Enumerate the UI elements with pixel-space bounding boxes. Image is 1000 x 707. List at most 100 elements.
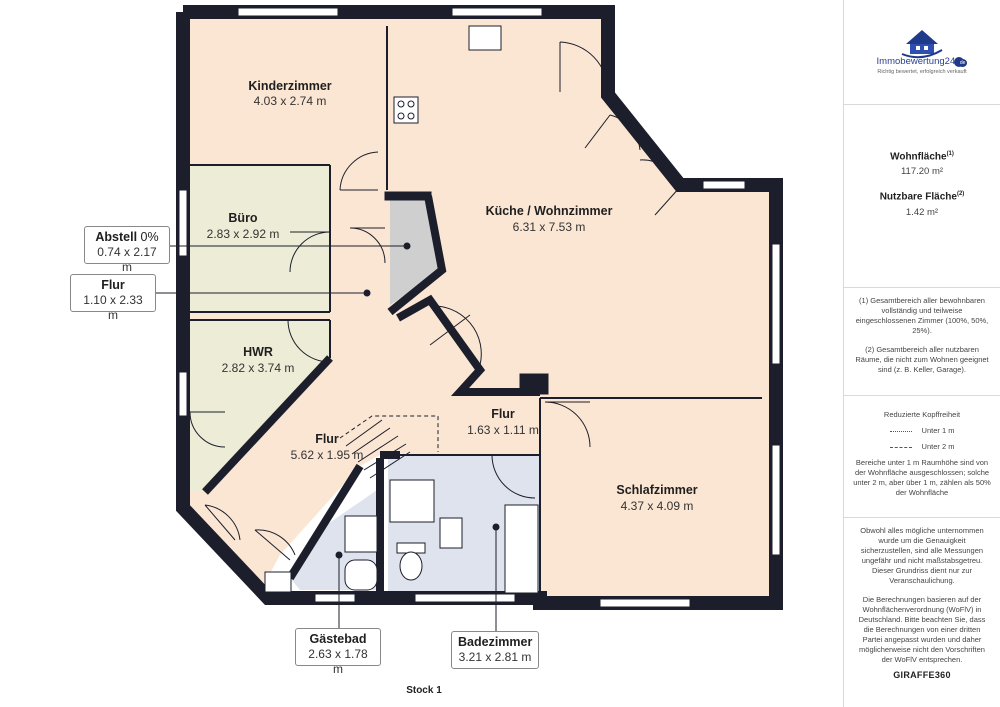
room-name-flur-small: Flur: [491, 407, 515, 421]
door-swing: [491, 454, 536, 499]
sink-icon: [439, 517, 463, 549]
room-name-flur-main: Flur: [315, 432, 339, 446]
notes-section: (1) Gesamtbereich aller bewohnbaren voll…: [844, 288, 1000, 396]
floor-label: Stock 1: [406, 685, 442, 696]
stove-icon: [397, 112, 405, 120]
room-dims-kueche: 6.31 x 7.53 m: [513, 220, 586, 234]
wall-pillar: [519, 373, 549, 395]
logo-badge: de: [957, 59, 968, 67]
wohnflaeche-value: 117.20 m²: [900, 166, 944, 178]
door-swing: [254, 529, 296, 561]
area-section: Wohnfläche(1) 117.20 m² Nutzbare Fläche(…: [844, 105, 1000, 288]
callout-leaders: [156, 242, 500, 631]
room-fill-buero: [190, 165, 330, 312]
room-dims-kinderzimmer: 4.03 x 2.74 m: [254, 94, 327, 108]
washer-icon: [264, 571, 292, 593]
headroom-text: Bereiche unter 1 m Raumhöhe sind von der…: [853, 458, 991, 497]
headroom-under2: Unter 2 m: [921, 442, 955, 451]
toilet-icon: [344, 559, 378, 591]
note-1: (1) Gesamtbereich aller bewohnbaren voll…: [855, 296, 989, 335]
callout-abstell-percent: 0%: [137, 230, 159, 244]
window: [451, 7, 543, 17]
room-dims-buero: 2.83 x 2.92 m: [207, 227, 280, 241]
nutzbar-value: 1.42 m²: [905, 206, 939, 218]
room-dims-flur-small: 1.63 x 1.11 m: [467, 423, 539, 437]
window: [414, 593, 516, 603]
wohnflaeche-sup: (1): [946, 151, 954, 157]
shower-icon: [389, 479, 435, 523]
window: [771, 243, 781, 365]
window: [178, 371, 188, 417]
callout-badezimmer-dims: 3.21 x 2.81 m: [458, 650, 532, 664]
door-swing: [544, 401, 591, 448]
nutzbar-label: Nutzbare Fläche: [879, 191, 957, 203]
toilet-icon: [399, 551, 423, 581]
room-fill-hwr: [190, 320, 330, 492]
windows: [178, 7, 781, 608]
dashed-line-icon: [889, 446, 912, 448]
floor-plan: Kinderzimmer 4.03 x 2.74 m Küche / Wohnz…: [156, 5, 783, 696]
headroom-title: Reduzierte Kopffreiheit: [883, 410, 961, 419]
bathtub-icon: [504, 504, 539, 594]
disclaimer-section: Obwohl alles mögliche unternommen wurde …: [844, 518, 1000, 707]
door-swing: [204, 504, 241, 541]
window: [314, 593, 356, 603]
outer-wall: [176, 5, 783, 610]
room-name-hwr: HWR: [243, 345, 273, 359]
room-dims-flur-main: 5.62 x 1.95 m: [291, 448, 364, 462]
room-dims-schlafzimmer: 4.37 x 4.09 m: [621, 499, 694, 513]
sink-icon: [344, 515, 378, 553]
callout-gaestebad-name: Gästebad: [309, 632, 367, 646]
room-name-schlafzimmer: Schlafzimmer: [616, 483, 697, 497]
doors: [189, 41, 681, 561]
walls: [176, 5, 783, 610]
brand-logo: GIRAFFE360: [893, 670, 951, 680]
callout-abstell-dims: 0.74 x 2.17 m: [97, 245, 157, 274]
wohnflaeche-label: Wohnfläche: [890, 151, 947, 163]
wall-bath-diag: [286, 463, 364, 581]
door-swing: [289, 231, 331, 273]
stove-icon: [397, 100, 405, 108]
window: [771, 444, 781, 556]
door-swing: [189, 411, 226, 448]
room-fills: [176, 12, 776, 609]
dotted-line-icon: [889, 430, 912, 432]
room-dims-hwr: 2.82 x 3.74 m: [222, 361, 295, 375]
callout-flur: Flur 1.10 x 2.33 m: [70, 274, 156, 322]
stove-icon: [407, 112, 415, 120]
window: [702, 180, 746, 190]
fixtures: [264, 25, 539, 594]
callout-abstell: Abstell 0% 0.74 x 2.17 m: [84, 226, 170, 274]
callout-gaestebad-dims: 2.63 x 1.78 m: [308, 647, 368, 676]
disclaimer-1: Obwohl alles mögliche unternommen wurde …: [860, 526, 984, 585]
callout-badezimmer-name: Badezimmer: [458, 635, 533, 649]
window: [599, 598, 691, 608]
door-swing: [429, 305, 482, 366]
logo-tagline: Richtig bewertet, erfolgreich verkauft: [877, 69, 967, 75]
callout-flur-name: Flur: [101, 278, 125, 292]
logo-text: Immobewertung24 de: [844, 56, 1000, 67]
door-swing: [339, 151, 379, 191]
wall-storage-diag: [387, 195, 447, 316]
room-name-buero: Büro: [228, 211, 258, 225]
wall-storage: [384, 191, 432, 201]
callout-flur-dims: 1.10 x 2.33 m: [83, 293, 143, 322]
window: [237, 7, 339, 17]
room-labels: Kinderzimmer 4.03 x 2.74 m Küche / Wohnz…: [207, 79, 698, 696]
house-logo-icon: [901, 30, 964, 67]
room-name-kueche: Küche / Wohnzimmer: [486, 204, 613, 218]
stove-icon: [407, 100, 415, 108]
window: [178, 189, 188, 257]
stove-icon: [393, 96, 419, 124]
info-panel: Immobewertung24 de Richtig bewertet, erf…: [843, 0, 1000, 707]
callout-gaestebad: Gästebad 2.63 x 1.78 m: [295, 628, 381, 676]
room-name-kinderzimmer: Kinderzimmer: [248, 79, 331, 93]
door-swing: [287, 319, 331, 363]
wall-hwr-diag: [202, 355, 333, 495]
room-fill-living: [176, 12, 776, 609]
door-swing: [559, 41, 609, 93]
wall-kitchen-diag: [396, 294, 540, 396]
disclaimer-2: Die Berechnungen basieren auf der Wohnfl…: [858, 595, 986, 664]
door-swing: [639, 159, 681, 216]
